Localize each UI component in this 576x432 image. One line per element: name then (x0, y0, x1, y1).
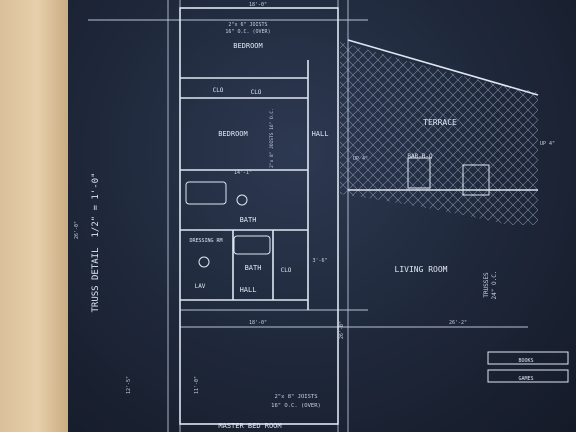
room-clo-2: CLO (251, 89, 262, 96)
label-games: GAMES (518, 376, 533, 382)
label-bar-b-q: BAR-B-Q (407, 153, 433, 160)
room-dressing: DRESSING RM (189, 238, 222, 244)
blueprint-sheet: BEDROOM BEDROOM BATH BATH DRESSING RM HA… (68, 0, 576, 432)
room-terrace: TERRACE (423, 118, 457, 127)
dim-mid-width: 18'-0" (249, 320, 267, 326)
room-bath-lower: BATH (245, 264, 262, 272)
room-hall-upper: HALL (312, 130, 329, 138)
room-hall-lower: HALL (240, 286, 257, 294)
note-truss-scale: 1/2" = 1'-0" (91, 172, 101, 237)
room-living: LIVING ROOM (395, 265, 448, 274)
terrace-hatch (340, 42, 538, 225)
dim-top: 18'-0" (249, 2, 267, 8)
dim-living-width: 26'-2" (449, 320, 467, 326)
dim-hall: 3'-6" (312, 258, 327, 264)
note-truss-detail: TRUSS DETAIL (91, 247, 101, 312)
room-clo-3: CLO (281, 267, 292, 274)
note-joists-top: 2"x 6" JOISTS (228, 22, 267, 28)
dim-vert-26: 26'-0" (339, 321, 345, 339)
dim-bath-width: 14'-1" (234, 170, 252, 176)
note-up-left: UP 4" (353, 156, 368, 162)
note-trusses: TRUSSES (483, 272, 490, 298)
note-joists-bottom-oc: 16" O.C. (OVER) (271, 403, 321, 409)
dim-left-11: 11'-0" (194, 376, 200, 394)
fixtures (185, 157, 569, 383)
note-joists-top-oc: 16" O.C. (OVER) (225, 29, 270, 35)
note-joists-mid: 2"x 8" JOISTS 16" O.C. (269, 108, 275, 168)
room-clo-1: CLO (213, 87, 224, 94)
room-bedroom-top: BEDROOM (233, 42, 263, 50)
paper-edge (0, 0, 68, 432)
note-joists-bottom: 2"x 8" JOISTS (274, 394, 317, 400)
room-master-bed: MASTER BED ROOM (218, 422, 281, 430)
note-trusses-oc: 24" O.C. (491, 271, 498, 300)
room-bath-upper: BATH (240, 216, 257, 224)
walls (179, 7, 539, 425)
dim-left-12: 12'-5" (126, 376, 132, 394)
note-up-right: UP 4" (540, 141, 555, 147)
dim-left-26: 26'-0" (74, 221, 80, 239)
label-books: BOOKS (518, 358, 533, 364)
room-bedroom-mid: BEDROOM (218, 130, 248, 138)
floor-plan: BEDROOM BEDROOM BATH BATH DRESSING RM HA… (74, 0, 569, 432)
room-lav: LAV (195, 283, 206, 290)
